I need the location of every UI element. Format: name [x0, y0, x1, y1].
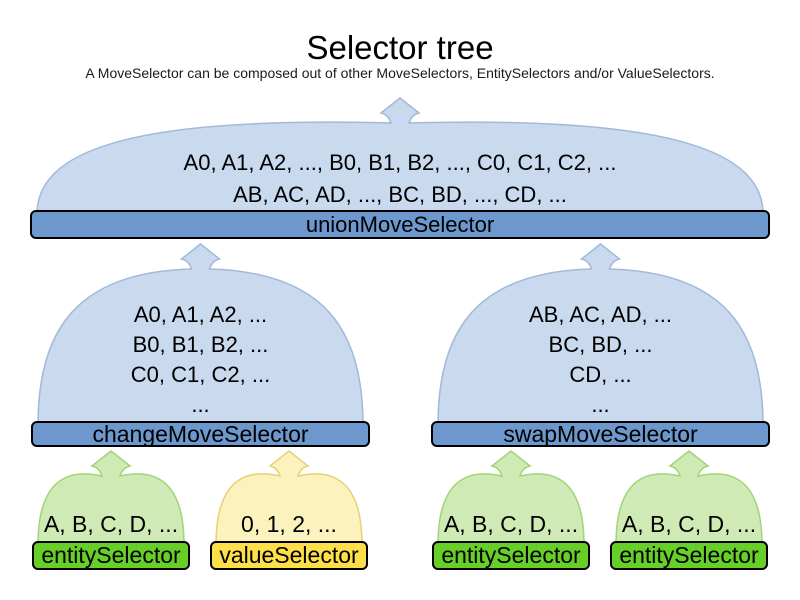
selected-moves-text: C0, C1, C2, ... — [130, 362, 271, 387]
value-selector-bar: valueSelector — [210, 541, 368, 570]
entity-selector-bar: entitySelector — [610, 541, 768, 570]
selected-values-text: 0, 1, 2, ... — [241, 511, 337, 537]
up-arrow-dome-shape-icon — [615, 450, 763, 546]
funnel-union-move-selector: A0, A1, A2, ..., B0, B1, B2, ..., C0, C1… — [30, 97, 770, 239]
selected-moves-text: CD, ... — [569, 362, 632, 387]
selected-moves-text: BC, BD, ... — [548, 332, 653, 357]
up-arrow-dome-shape-icon — [437, 243, 764, 426]
funnel-entity-selector-3: A, B, C, D, ... entitySelector — [610, 450, 768, 570]
selected-moves-text: A0, A1, A2, ..., B0, B1, B2, ..., C0, C1… — [183, 150, 617, 175]
funnel-entity-selector-1: A, B, C, D, ... entitySelector — [32, 450, 190, 570]
page-title: Selector tree — [306, 29, 494, 66]
funnel-entity-selector-2: A, B, C, D, ... entitySelector — [432, 450, 590, 570]
up-arrow-dome-shape-icon — [37, 450, 185, 546]
up-arrow-dome-shape-icon — [437, 450, 585, 546]
selected-entities-text: A, B, C, D, ... — [443, 511, 579, 537]
diagram-subtitle: A MoveSelector can be composed out of ot… — [85, 65, 715, 81]
selected-entities-text: A, B, C, D, ... — [621, 511, 757, 537]
union-move-selector-bar: unionMoveSelector — [30, 210, 770, 239]
swap-move-selector-bar: swapMoveSelector — [431, 421, 770, 447]
change-move-selector-bar: changeMoveSelector — [31, 421, 370, 447]
funnel-change-move-selector: A0, A1, A2, ... B0, B1, B2, ... C0, C1, … — [31, 243, 370, 447]
selected-moves-text: B0, B1, B2, ... — [132, 332, 269, 357]
up-arrow-dome-shape-icon — [37, 243, 364, 426]
entity-selector-bar: entitySelector — [432, 541, 590, 570]
up-arrow-dome-shape-icon — [215, 450, 363, 546]
funnel-value-selector: 0, 1, 2, ... valueSelector — [210, 450, 368, 570]
selected-moves-text: A0, A1, A2, ... — [133, 302, 268, 327]
funnel-swap-move-selector: AB, AC, AD, ... BC, BD, ... CD, ... ... … — [431, 243, 770, 447]
selected-moves-text: ... — [191, 392, 210, 417]
selected-entities-text: A, B, C, D, ... — [43, 511, 179, 537]
entity-selector-bar: entitySelector — [32, 541, 190, 570]
selected-moves-text: ... — [591, 392, 610, 417]
selected-moves-text: AB, AC, AD, ... — [528, 302, 673, 327]
selected-moves-text: AB, AC, AD, ..., BC, BD, ..., CD, ... — [233, 182, 567, 207]
up-arrow-dome-shape-icon — [36, 97, 764, 215]
